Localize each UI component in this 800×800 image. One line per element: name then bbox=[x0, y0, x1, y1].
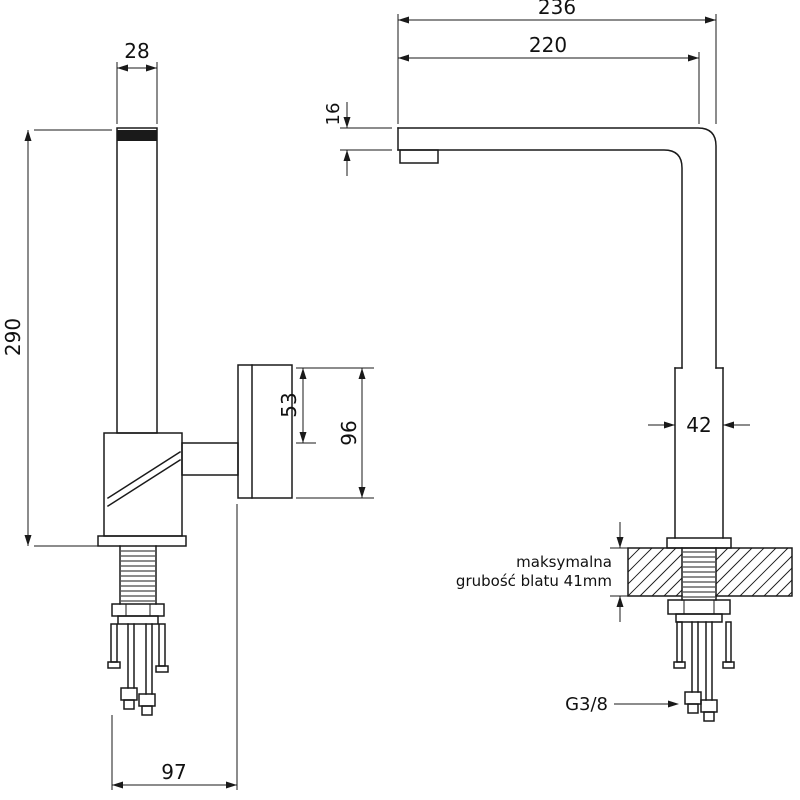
dim-220: 220 bbox=[398, 33, 700, 124]
dim-220-label: 220 bbox=[529, 33, 567, 57]
nut-facets bbox=[125, 604, 151, 616]
dim-290-arrow-top bbox=[24, 130, 32, 141]
rod-foot-right bbox=[155, 665, 169, 673]
dim-290-extensions bbox=[34, 129, 112, 547]
dim-96-arrow-top bbox=[358, 368, 366, 379]
dim-97-arrow-right bbox=[226, 781, 237, 789]
dim-97-arrow-left bbox=[112, 781, 123, 789]
dim-countertop-thickness: maksymalna grubość blatu 41mm bbox=[456, 522, 630, 622]
dim-290: 290 bbox=[1, 129, 112, 547]
dim-28-label: 28 bbox=[124, 39, 149, 63]
supply-hoses-right bbox=[691, 621, 713, 701]
handle-connector bbox=[181, 442, 239, 476]
shank-threads bbox=[121, 550, 155, 602]
base-flange bbox=[97, 535, 187, 547]
nut-facets-right bbox=[683, 600, 715, 614]
spout-outer bbox=[397, 127, 717, 369]
dim-42-arrow-right bbox=[723, 421, 734, 429]
dim-290-arrow-bottom bbox=[24, 535, 32, 546]
shank-threads-right bbox=[683, 551, 715, 598]
washer bbox=[117, 615, 159, 625]
dim-16-extensions bbox=[340, 127, 392, 151]
dim-16-arrow-bottom bbox=[343, 150, 351, 161]
dim-41-arrow-top bbox=[616, 537, 624, 548]
countertop-note-line1: maksymalna bbox=[516, 553, 612, 571]
base-flange-right bbox=[666, 537, 732, 549]
dim-16-arrow-top bbox=[343, 117, 351, 128]
dim-28-arrow-left bbox=[117, 64, 128, 72]
thread-callout-arrow bbox=[668, 700, 679, 708]
hose-fitting-2 bbox=[138, 693, 156, 707]
dim-236-arrow-left bbox=[398, 16, 409, 24]
dim-28-extensions bbox=[116, 62, 158, 124]
dim-28: 28 bbox=[116, 39, 158, 124]
joint-lines bbox=[106, 450, 182, 508]
mounting-rod-right bbox=[158, 623, 166, 667]
countertop-hatch-left bbox=[627, 547, 683, 597]
dim-53-arrow-top bbox=[299, 368, 307, 379]
body-sides bbox=[674, 367, 724, 539]
dim-236-label: 236 bbox=[538, 0, 576, 19]
faucet-front-outline bbox=[397, 127, 735, 722]
hose-tip-right-2 bbox=[703, 711, 715, 722]
dim-53-extensions bbox=[296, 367, 374, 444]
countertop-section bbox=[627, 547, 793, 597]
dim-16: 16 bbox=[323, 102, 392, 176]
spout-cap bbox=[117, 130, 157, 141]
hose-tip-2 bbox=[141, 705, 153, 716]
supply-hoses bbox=[127, 623, 153, 695]
dim-220-arrow-right bbox=[688, 54, 699, 62]
spout-column bbox=[116, 127, 158, 434]
shank-sides bbox=[119, 545, 157, 605]
mounting-rod-left bbox=[110, 623, 118, 663]
hose-fitting-right-2 bbox=[700, 699, 718, 713]
dim-290-label: 290 bbox=[1, 318, 25, 356]
dim-53-label: 53 bbox=[277, 392, 301, 417]
spout-inner bbox=[397, 149, 683, 369]
dim-236-extensions bbox=[397, 14, 717, 124]
thread-size-label: G3/8 bbox=[565, 694, 608, 715]
dim-220-arrow-left bbox=[398, 54, 409, 62]
dim-53: 53 bbox=[277, 367, 374, 444]
dim-16-label: 16 bbox=[323, 103, 344, 126]
hose-tip-right-1 bbox=[687, 703, 699, 714]
dim-96: 96 bbox=[296, 368, 374, 499]
dim-97-label: 97 bbox=[161, 760, 186, 784]
dim-42: 42 bbox=[648, 413, 750, 437]
dim-28-arrow-right bbox=[146, 64, 157, 72]
mounting-nut-right bbox=[667, 599, 731, 615]
rod-right-2 bbox=[725, 621, 732, 663]
rod-right-1 bbox=[676, 621, 683, 663]
thread-callout: G3/8 bbox=[565, 694, 679, 715]
washer-right bbox=[675, 613, 723, 623]
rod-foot-right-2 bbox=[722, 661, 735, 669]
right-view: 236 220 16 42 maksymalna bbox=[323, 0, 793, 722]
hose-tip-1 bbox=[123, 699, 135, 710]
faucet-side-outline bbox=[97, 127, 293, 716]
aerator bbox=[399, 149, 439, 164]
countertop-note-line2: grubość blatu 41mm bbox=[456, 572, 612, 590]
countertop-hatch-right bbox=[715, 547, 793, 597]
dim-236-arrow-right bbox=[705, 16, 716, 24]
dim-42-label: 42 bbox=[686, 413, 711, 437]
dim-41-arrow-bottom bbox=[616, 596, 624, 607]
dim-96-arrow-bottom bbox=[358, 487, 366, 498]
hose-fitting-1 bbox=[120, 687, 138, 701]
left-view: 28 290 53 96 97 bbox=[1, 39, 374, 790]
hose-fitting-right-1 bbox=[684, 691, 702, 705]
shank-sides-right bbox=[681, 547, 717, 601]
dim-97-extensions bbox=[111, 504, 238, 790]
dim-236: 236 bbox=[397, 0, 717, 124]
dim-96-label: 96 bbox=[337, 420, 361, 445]
dim-53-arrow-bottom bbox=[299, 432, 307, 443]
dim-42-arrow-left bbox=[664, 421, 675, 429]
dim-41-extensions bbox=[610, 547, 630, 597]
rod-foot-left bbox=[107, 661, 121, 669]
rod-foot-right-1 bbox=[673, 661, 686, 669]
mounting-nut bbox=[111, 603, 165, 617]
handle-lever bbox=[237, 364, 293, 499]
dim-97: 97 bbox=[111, 504, 238, 790]
